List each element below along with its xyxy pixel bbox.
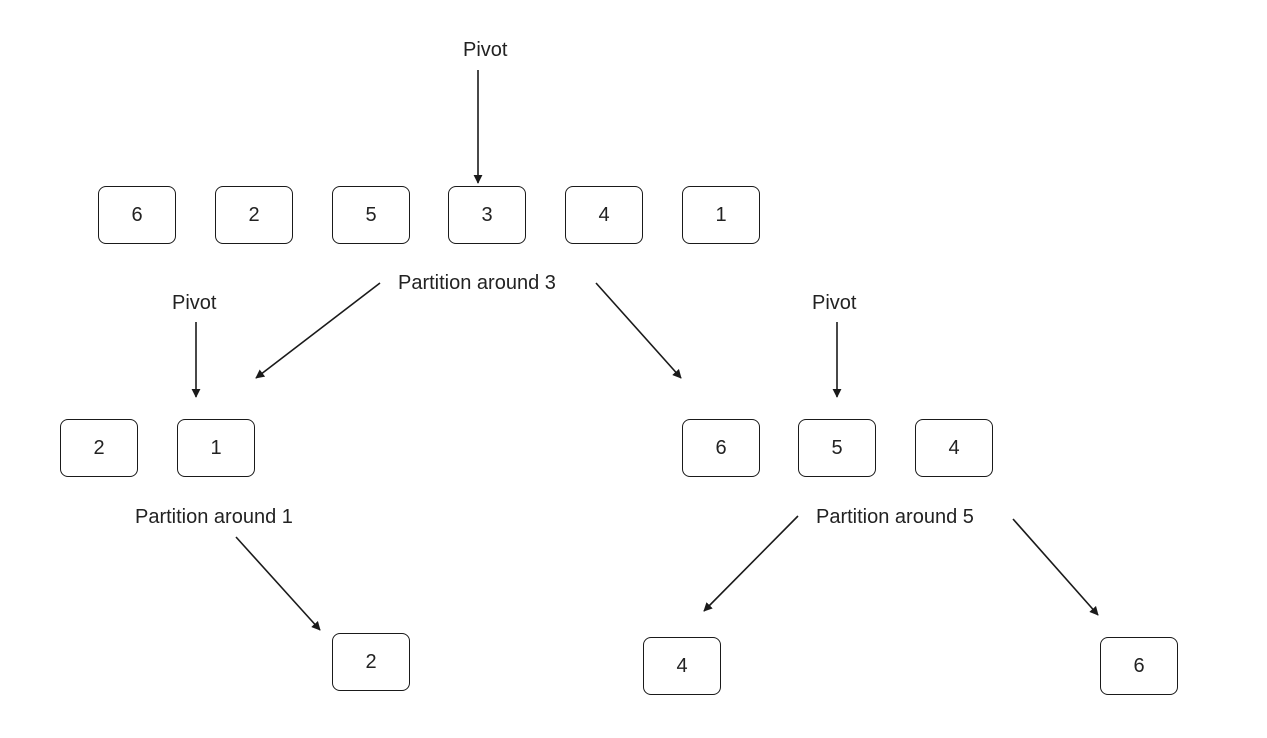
- partition-arrow-top-left: [255, 282, 381, 379]
- pivot-label-left: Pivot: [172, 292, 217, 314]
- array-cell-right-1: 6: [682, 419, 760, 477]
- partition-arrow-right-right: [1012, 518, 1099, 616]
- array-cell-leaf-right: 6: [1100, 637, 1178, 695]
- pivot-label-right: Pivot: [812, 292, 857, 314]
- partition-arrow-top-right: [595, 282, 682, 379]
- partition-arrow-left: [235, 536, 321, 631]
- array-cell-top-3: 5: [332, 186, 410, 244]
- array-cell-right-2-pivot: 5: [798, 419, 876, 477]
- array-cell-top-2: 2: [215, 186, 293, 244]
- pivot-label-top: Pivot: [463, 39, 508, 61]
- array-cell-top-1: 6: [98, 186, 176, 244]
- array-cell-left-1: 2: [60, 419, 138, 477]
- partition-label-left: Partition around 1: [135, 506, 293, 528]
- partition-arrow-right-left: [703, 515, 799, 612]
- partition-label-top: Partition around 3: [398, 272, 556, 294]
- array-cell-top-4-pivot: 3: [448, 186, 526, 244]
- array-cell-left-2-pivot: 1: [177, 419, 255, 477]
- array-cell-top-5: 4: [565, 186, 643, 244]
- array-cell-right-3: 4: [915, 419, 993, 477]
- array-cell-top-6: 1: [682, 186, 760, 244]
- array-cell-leaf-mid: 4: [643, 637, 721, 695]
- partition-label-right: Partition around 5: [816, 506, 974, 528]
- array-cell-leaf-left: 2: [332, 633, 410, 691]
